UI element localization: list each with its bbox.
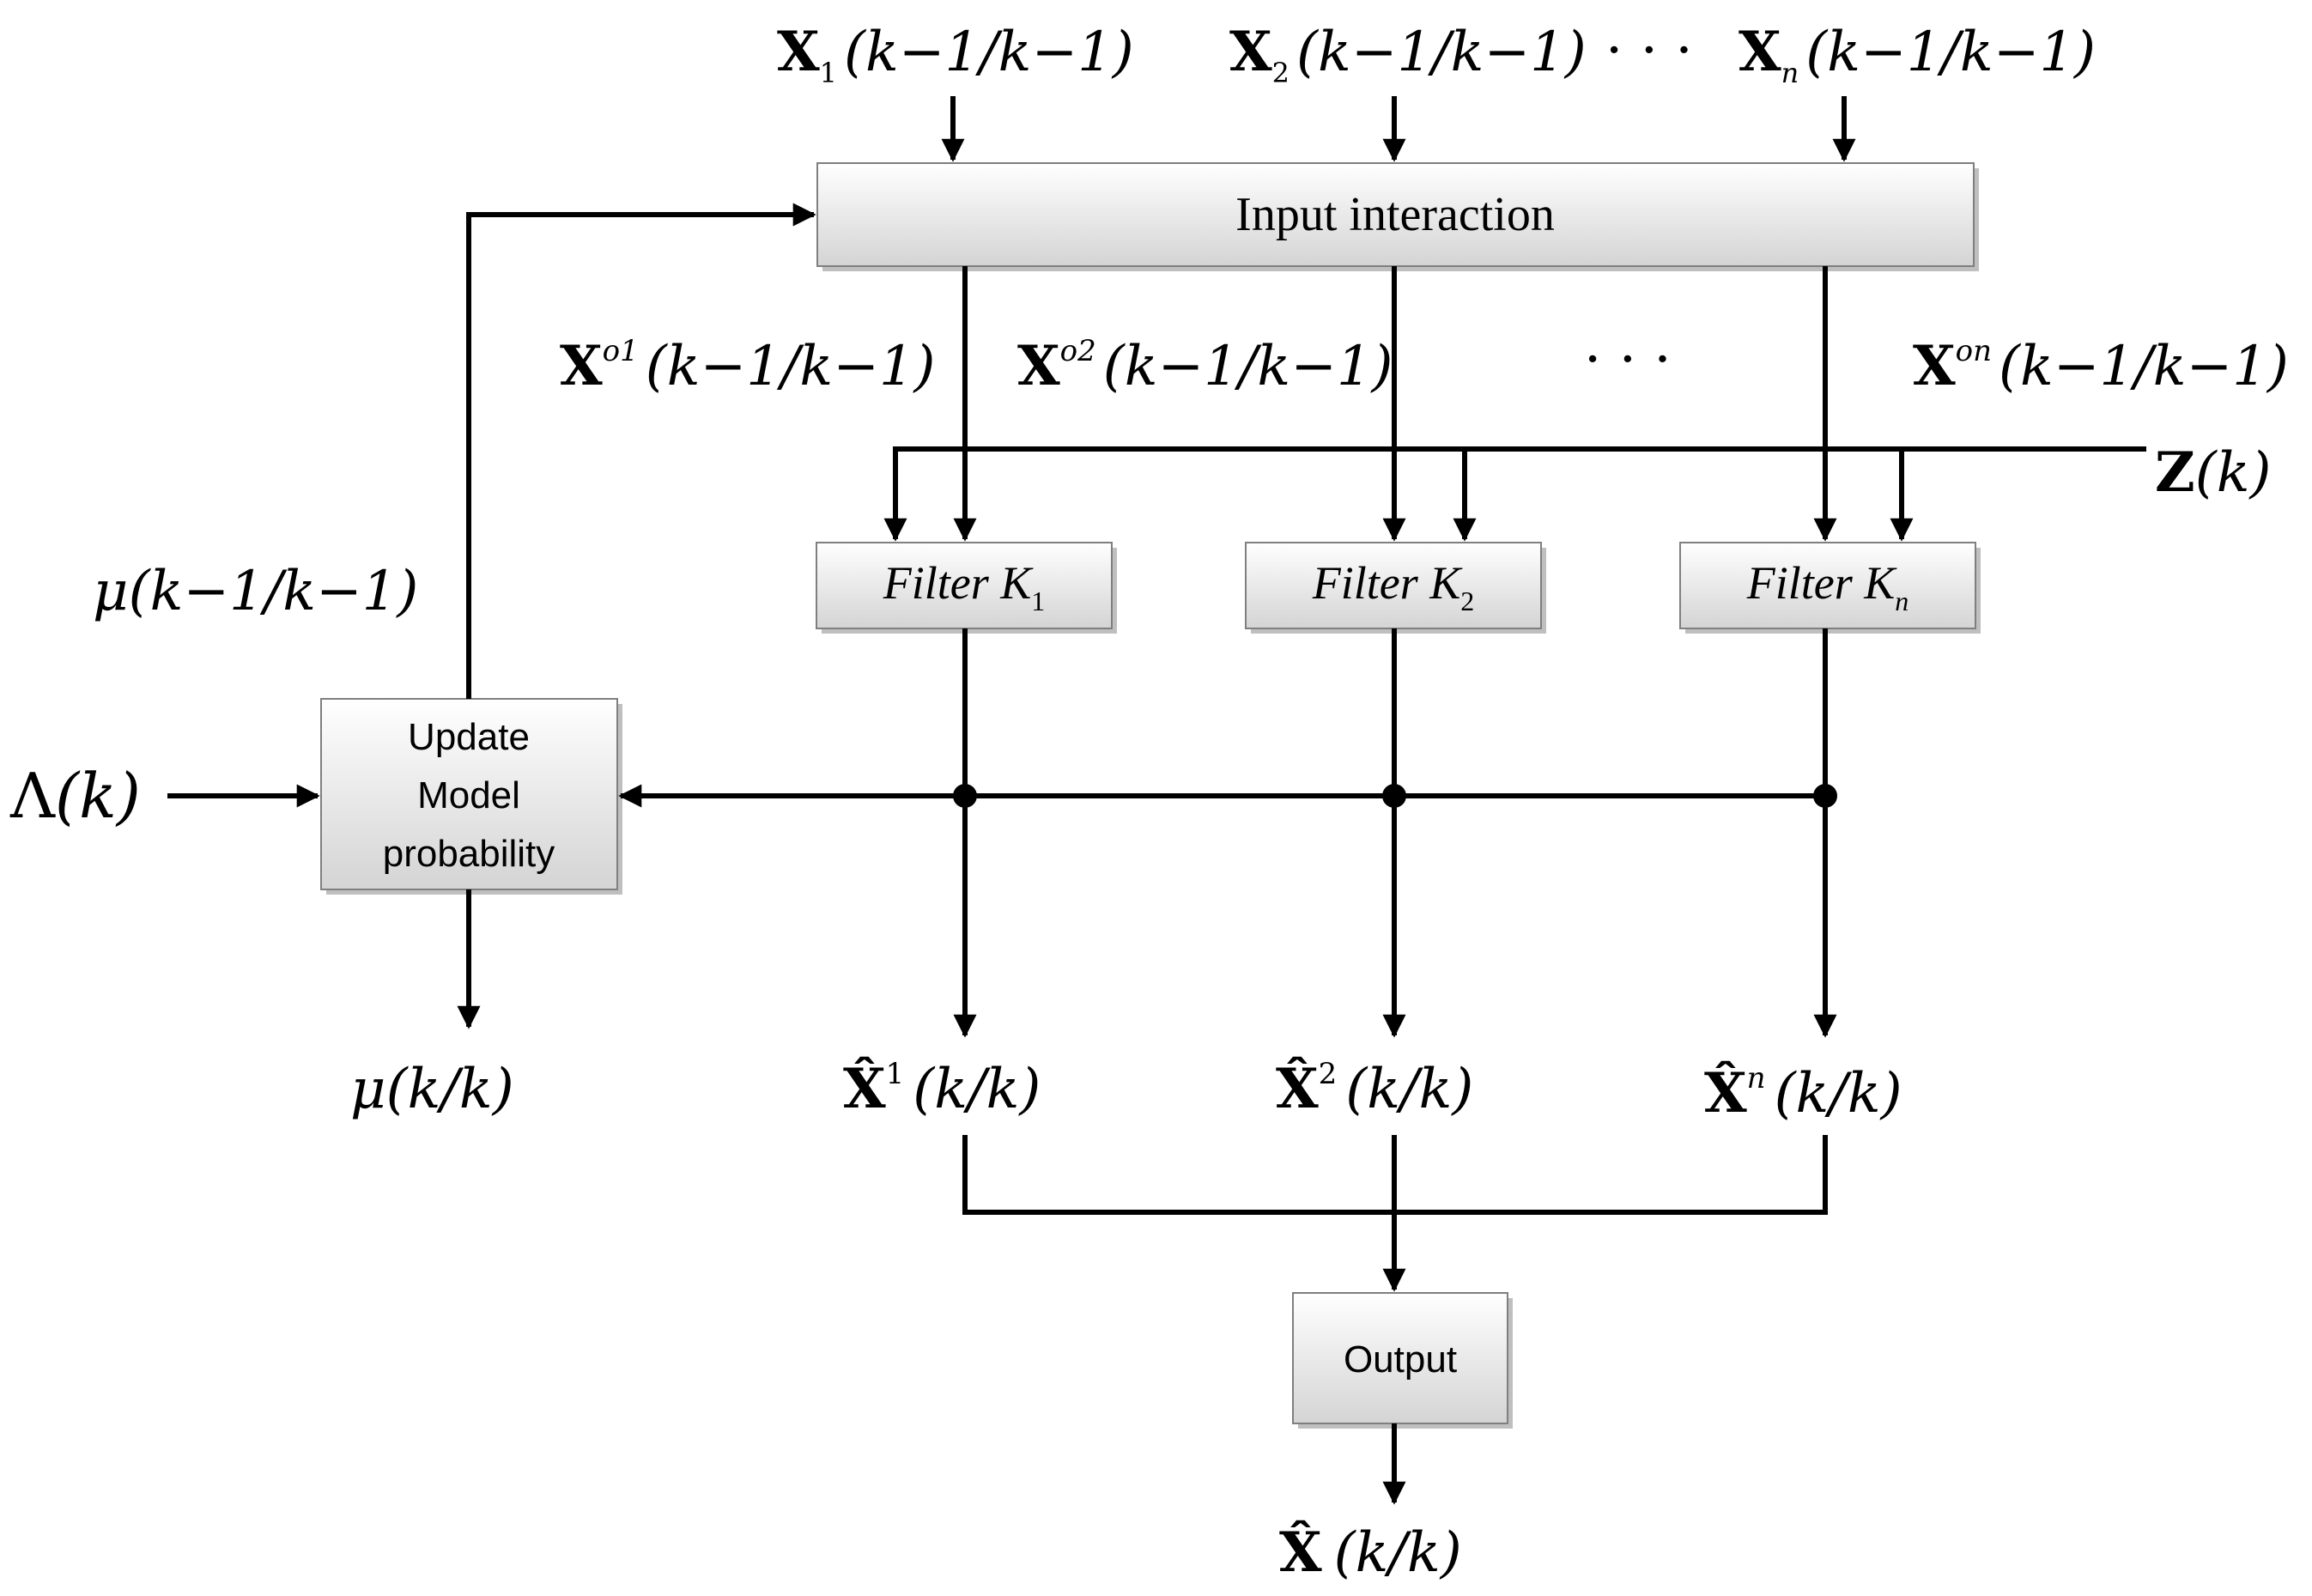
label-mu-curr: μ(k/k): [350, 1058, 514, 1121]
output-label: Output: [1344, 1338, 1457, 1381]
label-mixed-n: Xon(k−1/k−1): [1913, 334, 2289, 398]
filter-label-n: Filter Kn: [1746, 557, 1909, 616]
label-measurement: Z(k): [2155, 440, 2271, 505]
label-estimate-n: X̂n(k/k): [1704, 1061, 1902, 1126]
filter-label-2: Filter K2: [1312, 557, 1475, 616]
junction-1: [953, 784, 977, 808]
update-label-line-1: Update: [408, 716, 530, 758]
label-input-2: X2(k−1/k−1): [1229, 20, 1587, 89]
label-input-n: Xn(k−1/k−1): [1739, 20, 2096, 89]
update-model-probability-block: Update Model probability: [320, 698, 622, 895]
label-mu-prev: μ(k−1/k−1): [93, 560, 418, 623]
update-label-line-2: Model: [417, 774, 520, 816]
filter-block-n: Filter Kn: [1679, 542, 1981, 634]
update-label-line-3: probability: [383, 833, 555, 875]
junction-2: [1382, 784, 1406, 808]
label-mixed-1: Xo1(k−1/k−1): [560, 334, 936, 398]
filter-block-1: Filter K1: [816, 542, 1117, 634]
input-interaction-block: Input interaction: [816, 162, 1979, 271]
label-likelihood: Λ(k): [9, 760, 141, 832]
junction-n: [1813, 784, 1837, 808]
wires: [167, 96, 2146, 1505]
filter-block-2: Filter K2: [1245, 542, 1546, 634]
mixed-ellipsis: · · ·: [1584, 328, 1672, 391]
label-mixed-2: Xo2(k−1/k−1): [1017, 334, 1393, 398]
arrow-feedback: [466, 203, 816, 699]
label-final-estimate: X̂(k/k): [1279, 1520, 1462, 1585]
filter-label-1: Filter K1: [883, 557, 1046, 616]
output-block: Output: [1292, 1292, 1513, 1429]
label-input-1: X1(k−1/k−1): [777, 20, 1134, 89]
label-estimate-2: X̂2(k/k): [1276, 1057, 1473, 1121]
label-estimate-1: X̂1(k/k): [843, 1057, 1041, 1121]
inputs-ellipsis: · · ·: [1605, 19, 1693, 82]
input-interaction-label: Input interaction: [1235, 188, 1555, 241]
